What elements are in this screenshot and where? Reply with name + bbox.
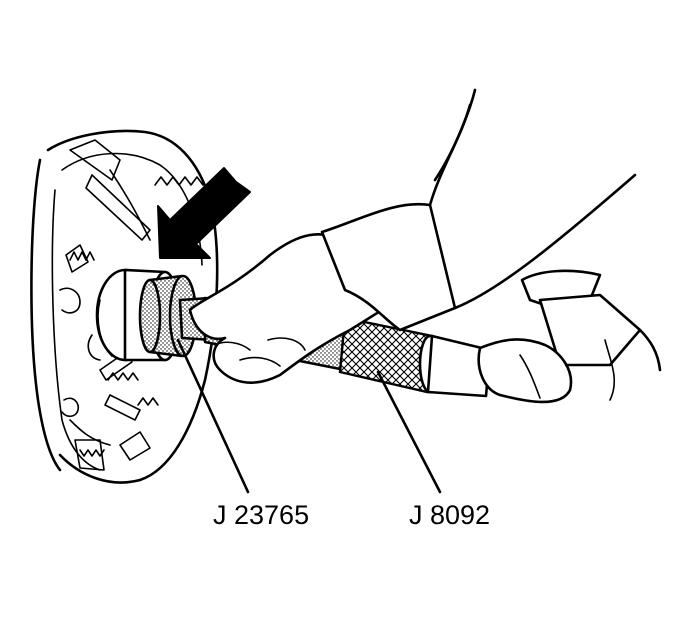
brake-backing-plate: [30, 129, 219, 484]
right-hand-with-mallet: [477, 269, 662, 404]
callout-j8092: J 8092: [409, 500, 490, 530]
callout-j23765: J 23765: [213, 500, 309, 530]
direction-arrow: [157, 167, 251, 259]
callout-leaders: [176, 338, 442, 494]
sleeve: [320, 88, 637, 332]
